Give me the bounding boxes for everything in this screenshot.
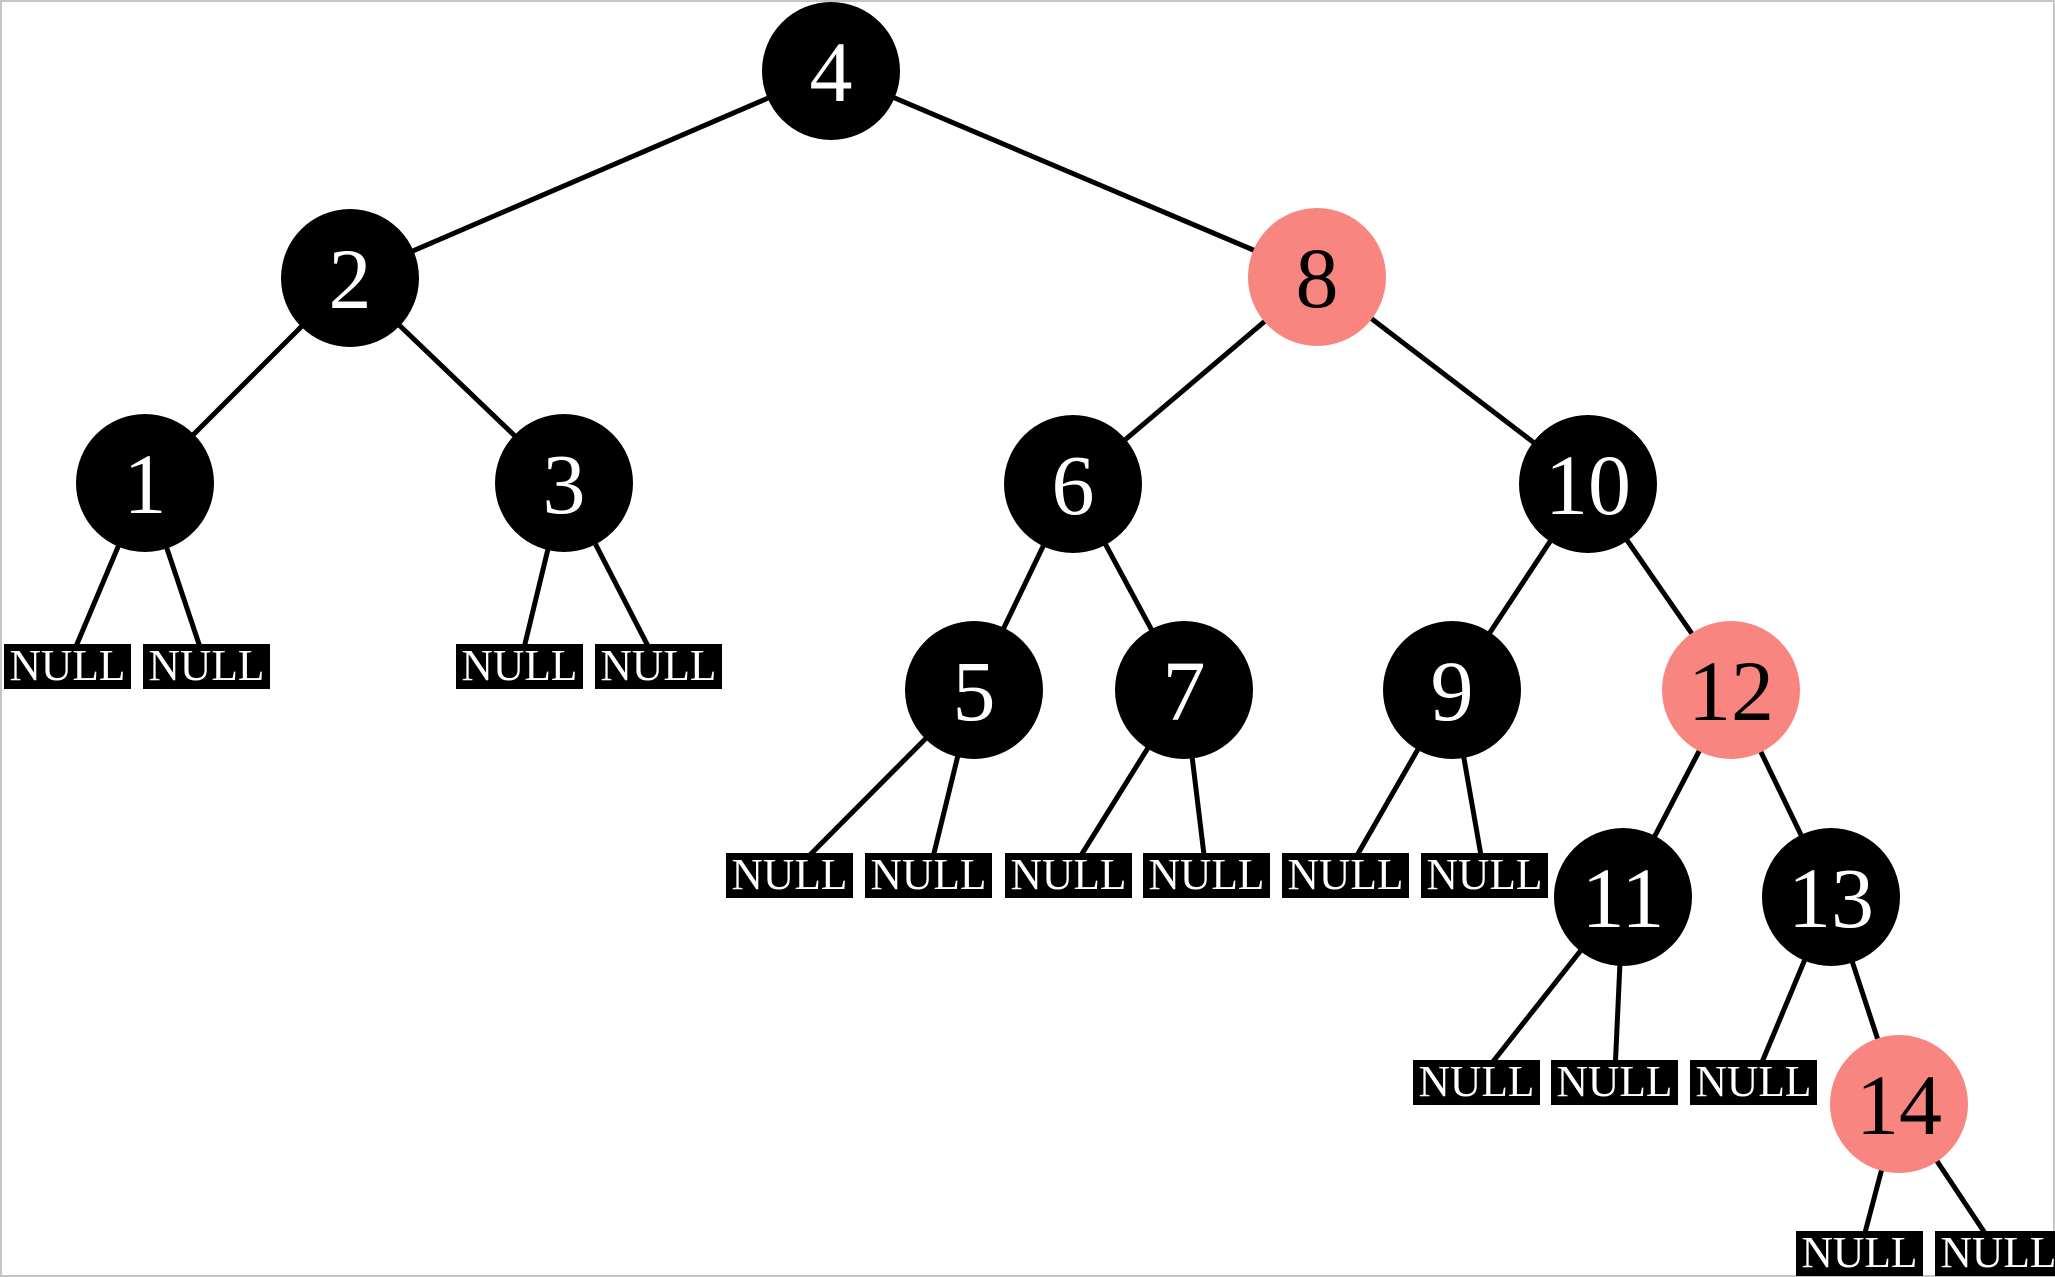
tree-node-black xyxy=(281,209,419,347)
null-leaf xyxy=(4,644,131,689)
null-leaf xyxy=(1282,853,1409,898)
tree-node-red xyxy=(1830,1035,1968,1173)
tree-node-red xyxy=(1662,621,1800,759)
tree-node-red xyxy=(1248,208,1386,346)
tree-node-black xyxy=(1004,415,1142,553)
tree-node-black xyxy=(762,2,900,140)
tree-edge xyxy=(349,68,832,281)
tree-node-black xyxy=(495,414,633,552)
null-leaf xyxy=(1935,1231,2055,1276)
null-leaf xyxy=(1005,853,1132,898)
null-leaf xyxy=(1690,1060,1817,1105)
tree-node-black xyxy=(1554,828,1692,966)
null-leaf xyxy=(865,853,992,898)
null-leaf xyxy=(726,853,853,898)
tree-node-black xyxy=(1519,415,1657,553)
tree-node-black xyxy=(1762,828,1900,966)
null-leaf xyxy=(595,644,722,689)
null-leaf xyxy=(1796,1231,1923,1276)
null-leaf xyxy=(143,644,270,689)
tree-node-black xyxy=(1115,621,1253,759)
tree-node-black xyxy=(76,414,214,552)
null-leaf xyxy=(456,644,583,689)
tree-node-black xyxy=(905,621,1043,759)
null-leaf xyxy=(1143,853,1270,898)
null-leaf xyxy=(1421,853,1548,898)
tree-edge xyxy=(830,68,1318,280)
null-leaf xyxy=(1413,1060,1540,1105)
tree-node-black xyxy=(1383,621,1521,759)
null-leaf xyxy=(1551,1060,1678,1105)
